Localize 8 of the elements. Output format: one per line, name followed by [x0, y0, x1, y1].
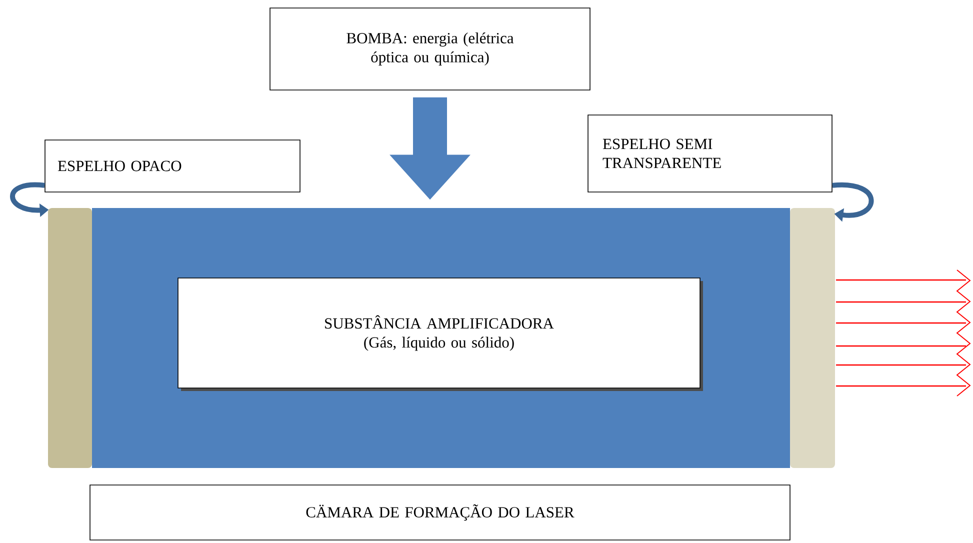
- mirror-bar: [790, 208, 836, 468]
- label-box: BOMBA: energia (elétrica óptica ou química): [270, 8, 590, 90]
- curved-arrow: [832, 182, 874, 222]
- text-box: SUBSTÂNCIA AMPLIFICADORA (Gás, líquido ou sólido): [178, 278, 703, 391]
- label-box: CÄMARA DE FORMAÇÃO DO LASER: [90, 484, 790, 540]
- mirror-bar: [48, 208, 92, 468]
- label-box: ESPELHO OPACO: [44, 140, 300, 192]
- label-box: ESPELHO SEMI TRANSPARENTE: [588, 114, 832, 192]
